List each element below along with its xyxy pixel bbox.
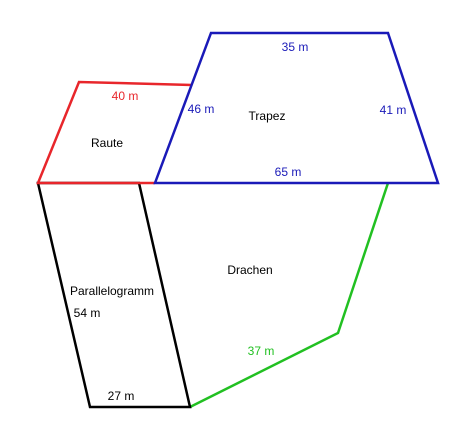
trapez-bottom-label: 65 m: [275, 165, 302, 179]
trapez-outline: [153, 31, 440, 185]
trapez-top-label: 35 m: [282, 40, 309, 54]
raute-side-label: 40 m: [112, 89, 139, 103]
parallelogramm-name: Parallelogramm: [70, 284, 154, 298]
trapez-name: Trapez: [249, 109, 286, 123]
parallelogramm-side-label: 54 m: [74, 306, 101, 320]
trapez-left-label: 46 m: [188, 102, 215, 116]
drachen-name: Drachen: [227, 263, 272, 277]
parallelogramm-bottom-label: 27 m: [108, 389, 135, 403]
drachen-outline: [189, 182, 390, 409]
raute-name: Raute: [91, 136, 123, 150]
raute-outline: [36, 80, 193, 185]
drachen-side-label: 37 m: [248, 344, 275, 358]
trapez-right-label: 41 m: [380, 103, 407, 117]
